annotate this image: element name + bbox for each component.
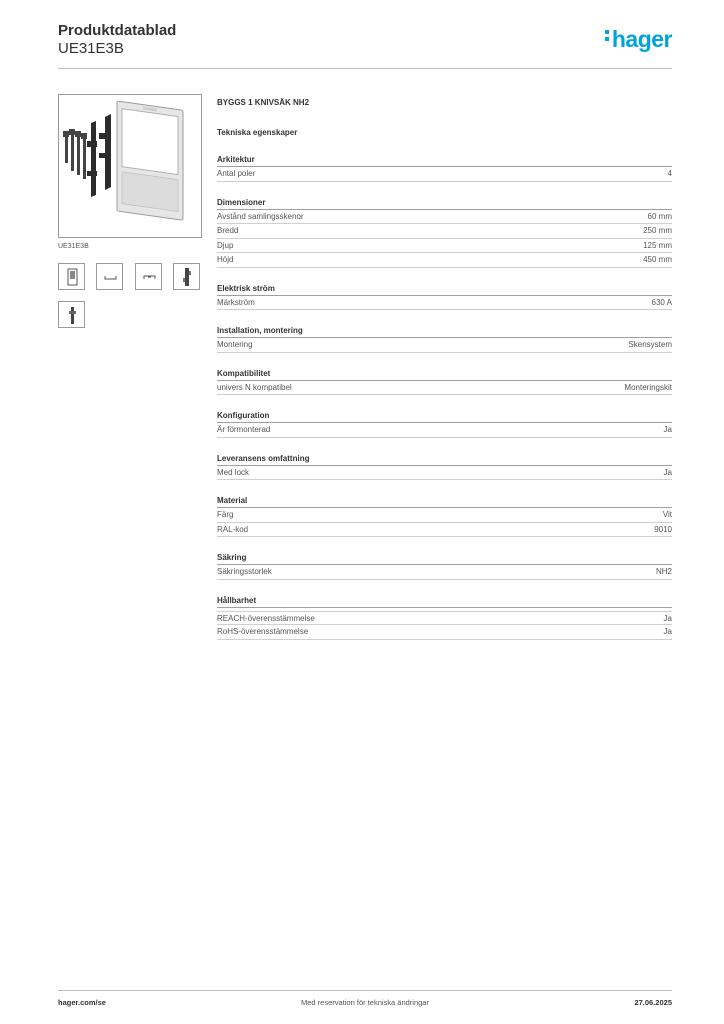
spec-label: Färg: [217, 510, 234, 519]
spec-value: 250 mm: [643, 226, 672, 235]
spec-label: RoHS-överensstämmelse: [217, 627, 309, 636]
spec-value: 60 mm: [647, 211, 672, 221]
spec-row: univers N kompatibel Monteringskit: [217, 381, 672, 395]
spec-value: NH2: [655, 567, 672, 576]
spec-row: Montering Skensystem: [217, 338, 672, 353]
thumbnail-4[interactable]: [173, 263, 200, 290]
group-title: Dimensioner: [217, 198, 672, 210]
spec-row: Antal poler 4: [217, 167, 672, 182]
thumbnail-side-profile-icon: [143, 275, 156, 279]
spec-value: 9010: [654, 524, 672, 534]
group-title: Arkitektur: [217, 155, 672, 167]
spec-value: 4: [667, 169, 672, 178]
product-name: BYGGS 1 KNIVSÄK NH2: [217, 98, 310, 107]
group-kompatibilitet: Kompatibilitet univers N kompatibel Mont…: [217, 369, 672, 395]
group-title: Säkring: [217, 553, 672, 565]
group-title: Installation, montering: [217, 326, 672, 338]
thumbnail-rail-view-icon: [183, 268, 191, 286]
product-illustration-icon: [63, 100, 184, 221]
spec-value: Skensystem: [628, 340, 672, 349]
spec-label: Märkström: [217, 297, 255, 307]
header-divider: [58, 68, 672, 69]
spec-label: Höjd: [217, 255, 234, 264]
thumbnail-2[interactable]: [96, 263, 123, 290]
spec-label: REACH-överensstämmelse: [217, 613, 315, 623]
spec-row: REACH-överensstämmelse Ja: [217, 610, 672, 625]
spec-label: Säkringsstorlek: [217, 567, 272, 576]
group-title: Kompatibilitet: [217, 369, 672, 381]
group-title: Elektrisk ström: [217, 284, 672, 296]
spec-row: Färg Vit: [217, 508, 672, 523]
specification-content: BYGGS 1 KNIVSÄK NH2 Tekniska egenskaper …: [217, 98, 672, 640]
spec-value: 450 mm: [643, 255, 672, 264]
spec-row: Är förmonterad Ja: [217, 423, 672, 438]
spec-row: RoHS-överensstämmelse Ja: [217, 625, 672, 640]
group-arkitektur: Arkitektur Antal poler 4: [217, 155, 672, 182]
group-elektrisk-strom: Elektrisk ström Märkström 630 A: [217, 284, 672, 310]
spec-label: Bredd: [217, 226, 239, 235]
footer-disclaimer: Med reservation för tekniska ändringar: [301, 998, 429, 1007]
spec-row: Märkström 630 A: [217, 296, 672, 310]
logo-text: hager: [611, 26, 673, 52]
hager-logo: hager: [604, 26, 673, 53]
group-installation-montering: Installation, montering Montering Skensy…: [217, 326, 672, 353]
group-title: Material: [217, 496, 672, 508]
document-title: Produktdatablad: [58, 22, 177, 39]
spec-label: Är förmonterad: [217, 425, 271, 434]
spec-value: 125 mm: [643, 240, 672, 250]
product-code: UE31E3B: [58, 40, 124, 57]
thumbnail-1[interactable]: [58, 263, 85, 290]
spec-label: RAL-kod: [217, 524, 249, 534]
group-material: Material Färg Vit RAL-kod 9010: [217, 496, 672, 537]
group-konfiguration: Konfiguration Är förmonterad Ja: [217, 411, 672, 438]
spec-label: Med lock: [217, 467, 250, 477]
thumbnail-3[interactable]: [135, 263, 162, 290]
group-sakring: Säkring Säkringsstorlek NH2: [217, 553, 672, 580]
spec-value: Monteringskit: [624, 382, 672, 392]
thumbnail-clamp-view-icon: [69, 307, 76, 324]
technical-section-title: Tekniska egenskaper: [217, 128, 298, 137]
spec-value: Vit: [662, 510, 672, 519]
group-title: Hållbarhet: [217, 596, 672, 608]
thumbnail-front-view-icon: [67, 268, 78, 286]
footer-date: 27.06.2025: [634, 998, 672, 1007]
group-dimensioner: Dimensioner Avstånd samlingsskenor 60 mm…: [217, 198, 672, 268]
logo-colon-icon: [604, 30, 609, 44]
spec-row: RAL-kod 9010: [217, 523, 672, 537]
product-main-image[interactable]: [58, 94, 202, 238]
thumbnail-5[interactable]: [58, 301, 85, 328]
spec-label: Avstånd samlingsskenor: [217, 211, 304, 221]
spec-value: 630 A: [651, 297, 672, 307]
footer-website-link[interactable]: hager.com/se: [58, 998, 106, 1007]
spec-value: Ja: [663, 467, 672, 477]
group-hallbarhet: Hållbarhet REACH-överensstämmelse Ja RoH…: [217, 596, 672, 640]
spec-row: Med lock Ja: [217, 466, 672, 480]
spec-value: Ja: [663, 425, 672, 434]
spec-row: Avstånd samlingsskenor 60 mm: [217, 210, 672, 224]
main-image-caption: UE31E3B: [58, 243, 89, 250]
spec-row: Bredd 250 mm: [217, 224, 672, 239]
spec-row: Höjd 450 mm: [217, 253, 672, 268]
group-leveransens-omfattning: Leveransens omfattning Med lock Ja: [217, 454, 672, 480]
footer-divider: [58, 990, 672, 991]
spec-label: univers N kompatibel: [217, 382, 292, 392]
group-title: Leveransens omfattning: [217, 454, 672, 466]
spec-label: Antal poler: [217, 169, 256, 178]
spec-value: Ja: [663, 627, 672, 636]
spec-row: Säkringsstorlek NH2: [217, 565, 672, 580]
page-footer: hager.com/se Med reservation för teknisk…: [58, 998, 672, 1010]
page-header: Produktdatablad UE31E3B hager: [58, 20, 673, 70]
group-title: Konfiguration: [217, 411, 672, 423]
spec-label: Djup: [217, 240, 234, 250]
spec-value: Ja: [663, 613, 672, 623]
spec-label: Montering: [217, 340, 253, 349]
thumbnail-top-view-icon: [104, 276, 117, 280]
spec-row: Djup 125 mm: [217, 239, 672, 253]
